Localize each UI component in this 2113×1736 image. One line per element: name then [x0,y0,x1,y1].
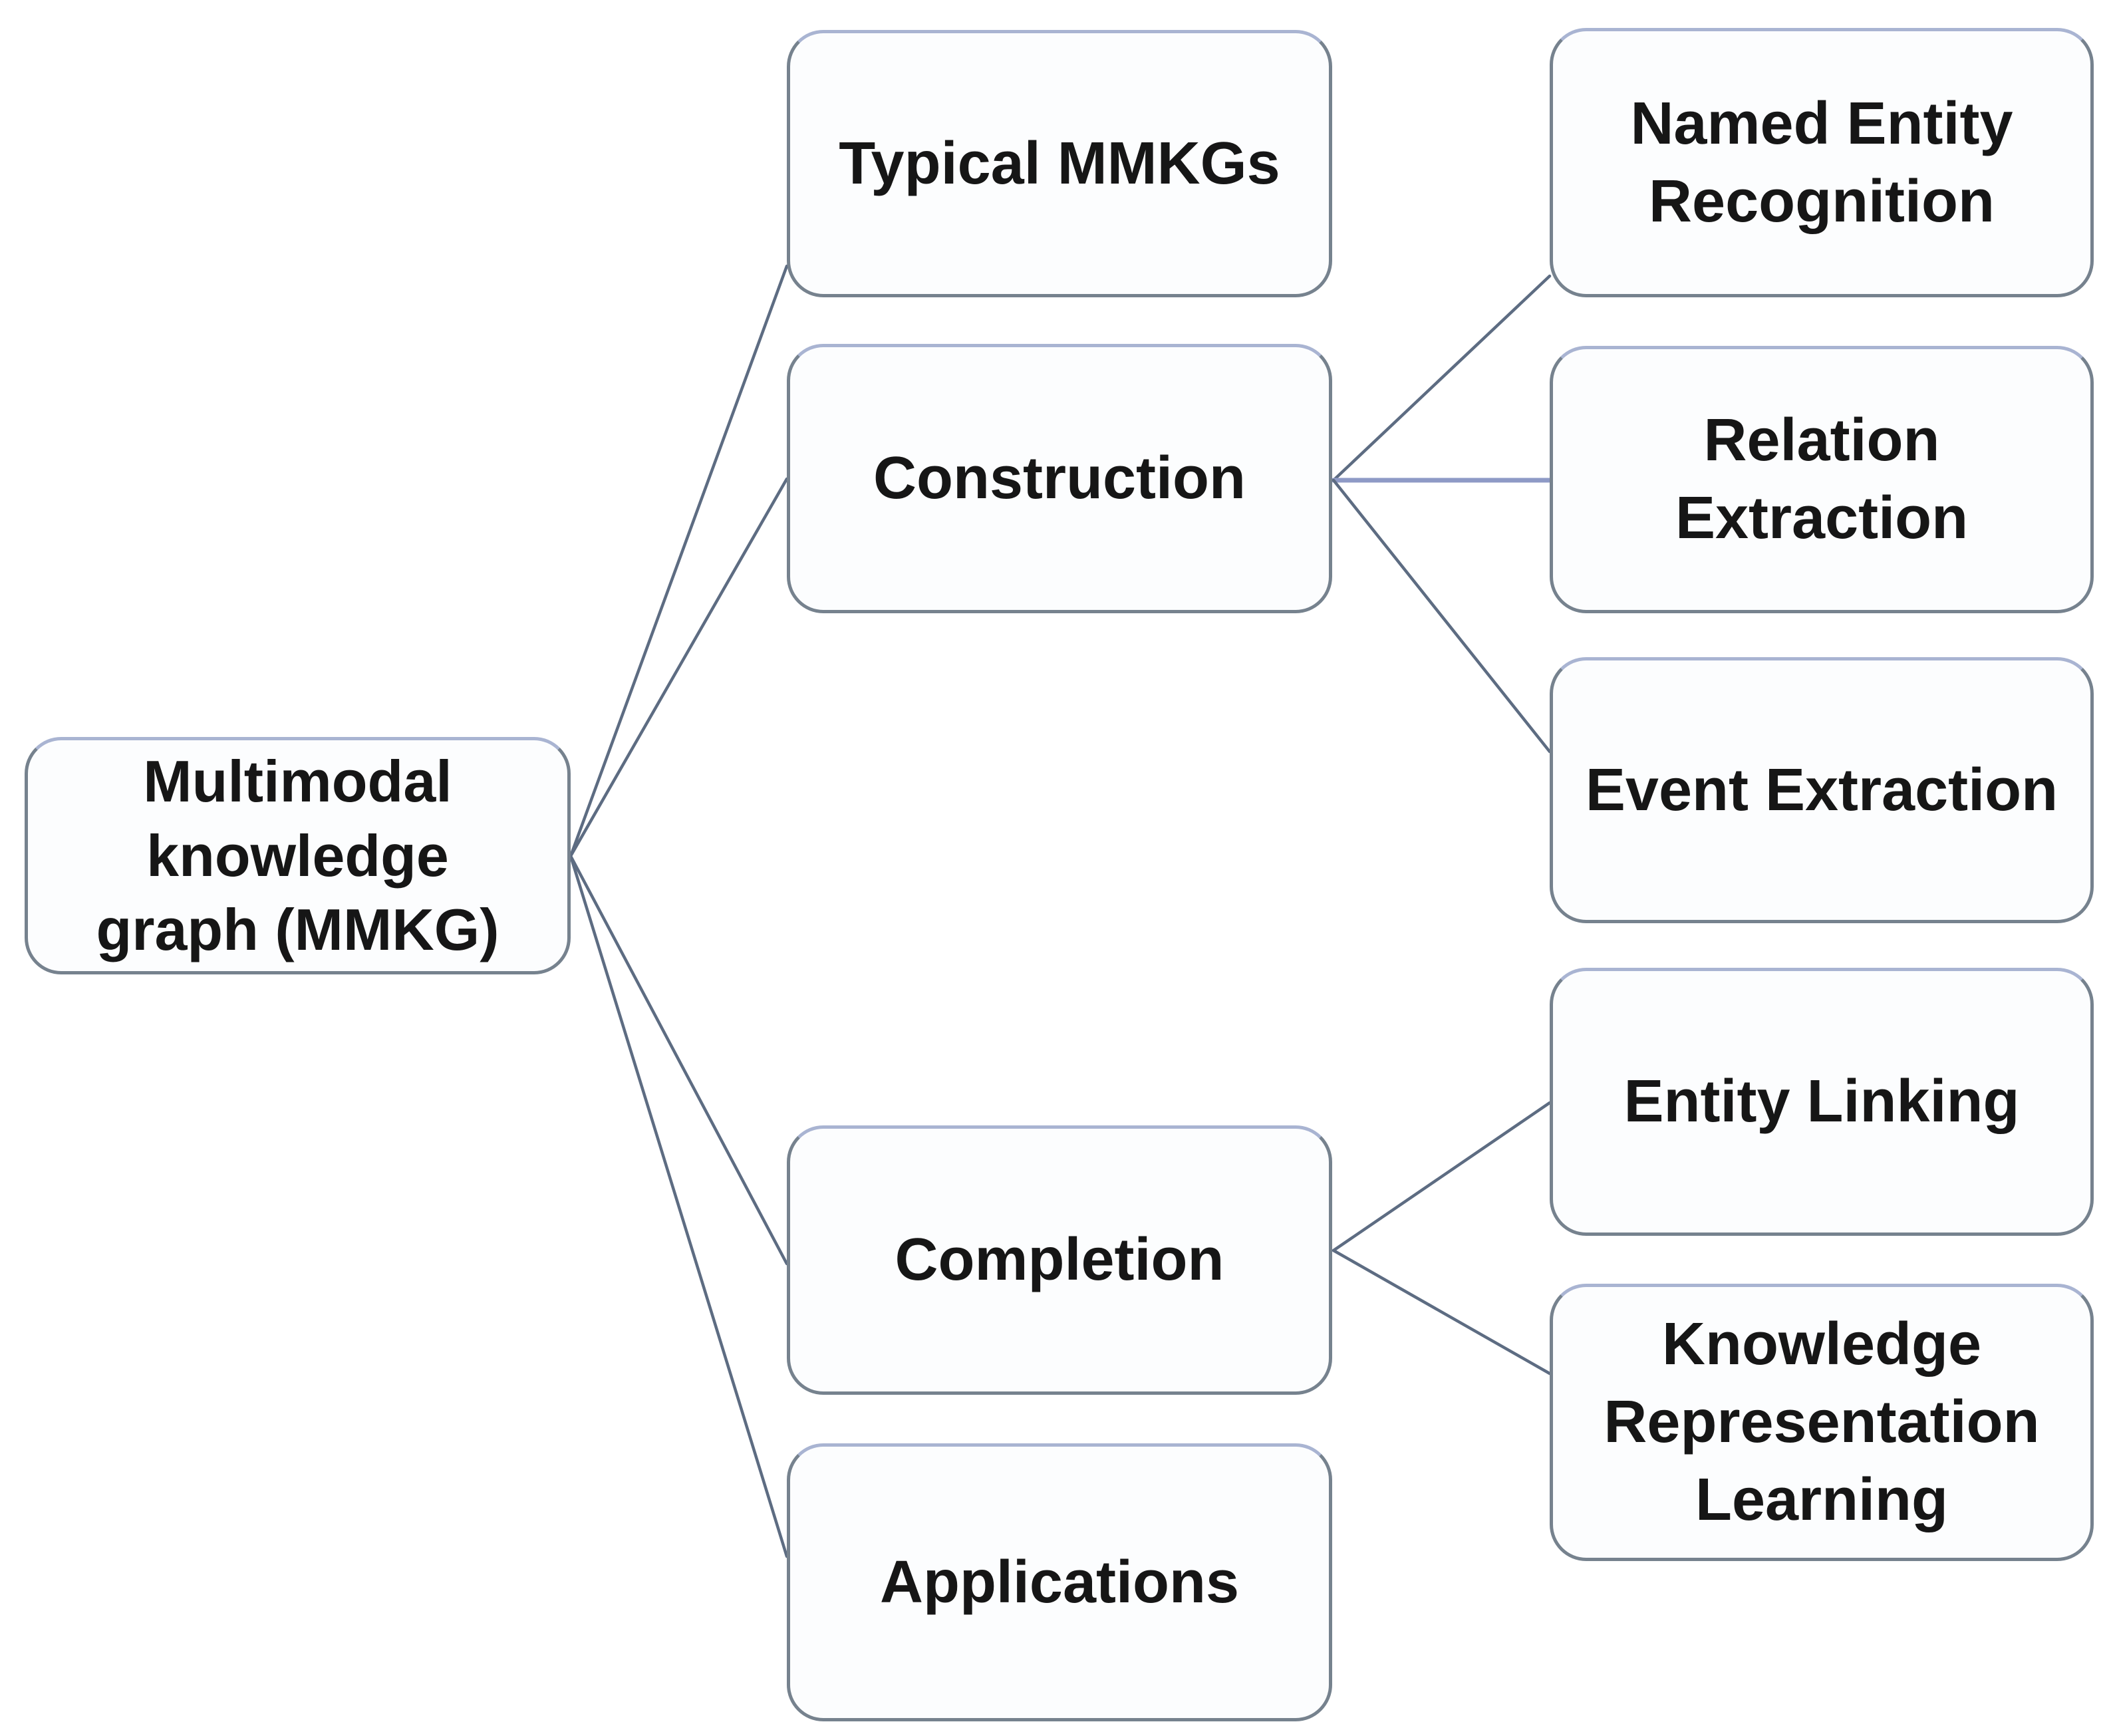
node-multimodal-knowledge-graph: Multimodal knowledge graph (MMKG) [25,737,571,974]
edge-completion-entity [1332,1101,1552,1252]
edge-construction-event [1332,478,1552,754]
node-label: Construction [873,445,1246,511]
node-label: Knowledge Representation Learning [1604,1311,2040,1533]
node-label: Completion [895,1227,1224,1293]
node-label: Relation Extraction [1675,407,1969,551]
node-construction: Construction [787,344,1332,613]
node-label: Applications [879,1548,1240,1616]
node-label: Named Entity Recognition [1630,90,2013,235]
edge-root-typical [569,264,789,858]
node-knowledge-representation-learning: Knowledge Representation Learning [1550,1284,2094,1561]
node-relation-extraction: Relation Extraction [1550,346,2094,613]
edge-root-applications [569,854,789,1558]
node-named-entity-recognition: Named Entity Recognition [1550,28,2094,297]
node-label: Typical MMKGs [839,130,1280,197]
edge-completion-krl [1332,1248,1552,1375]
edge-construction-ner [1332,274,1552,482]
node-label: Event Extraction [1585,756,2058,823]
node-event-extraction: Event Extraction [1550,657,2094,923]
edge-root-construction [569,477,789,858]
node-typical-mmkgs: Typical MMKGs [787,30,1332,297]
node-label: Entity Linking [1623,1068,2020,1135]
node-entity-linking: Entity Linking [1550,968,2094,1236]
node-label: Multimodal knowledge graph (MMKG) [96,748,499,963]
node-applications: Applications [787,1443,1332,1721]
edge-root-completion [569,854,789,1266]
node-completion: Completion [787,1125,1332,1395]
